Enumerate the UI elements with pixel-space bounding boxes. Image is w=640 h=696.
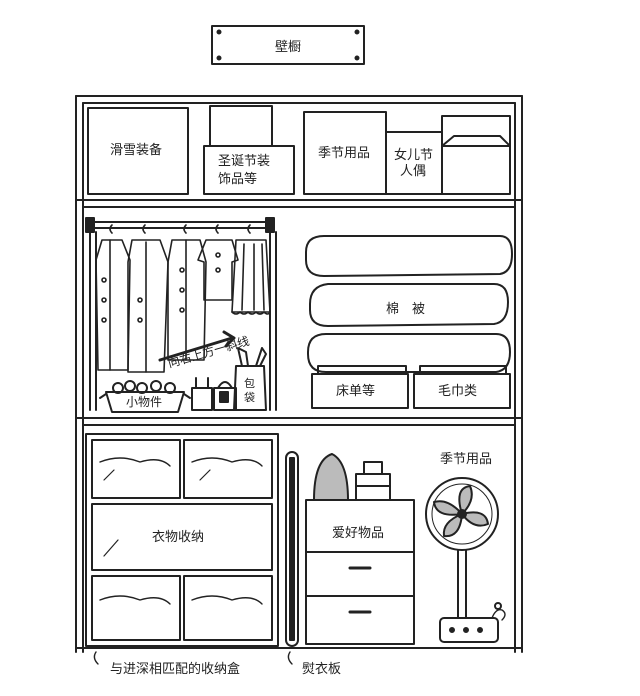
ironing-board-icon xyxy=(285,451,299,647)
seasonal-items-top-label: 季节用品 xyxy=(318,146,371,161)
arrow-head-icon xyxy=(222,330,236,348)
dolls-label-line1: 女儿节 xyxy=(394,148,434,163)
toolbox-icon xyxy=(355,461,391,501)
ski-gear-box xyxy=(87,107,189,195)
closet-title: 壁橱 xyxy=(274,39,301,55)
dolls-label-line2: 人偶 xyxy=(400,164,427,179)
linen-box xyxy=(311,373,409,409)
closet-title-sign: 壁橱 xyxy=(212,26,364,64)
nail-icon xyxy=(354,55,360,61)
christmas-lid-box xyxy=(209,105,273,147)
hanging-clothes xyxy=(95,224,271,373)
nail-icon xyxy=(216,29,222,35)
small-bag-icon xyxy=(191,377,213,411)
futon-stack xyxy=(305,235,513,373)
open-box xyxy=(441,115,511,195)
ironing-board-pointer xyxy=(287,651,293,665)
bag-label-line2: 袋 xyxy=(244,391,255,404)
iron-icon xyxy=(313,453,349,501)
clothes-rail xyxy=(85,217,275,233)
seasonal-items-bottom-label: 季节用品 xyxy=(440,452,493,467)
diagonal-arrow xyxy=(158,336,234,362)
storage-box-pointer xyxy=(93,651,99,665)
towels-label: 毛巾类 xyxy=(438,384,478,399)
clothes-storage-label: 衣物收纳 xyxy=(152,530,205,545)
bag-label-line1: 包 xyxy=(244,377,255,390)
rabbit-bag-icon xyxy=(233,347,267,411)
small-items-label: 小物件 xyxy=(126,395,163,409)
rail-right-pole xyxy=(269,231,277,411)
title-sign-frame xyxy=(211,25,365,65)
closet-frame xyxy=(75,95,523,653)
hobby-items-label: 爱好物品 xyxy=(332,526,385,541)
towel-box xyxy=(413,373,511,409)
lock-bag-icon xyxy=(213,381,237,411)
small-items-basket xyxy=(99,380,191,413)
storage-box-footnote: 与进深相匹配的收纳盒 xyxy=(110,662,241,677)
hobby-cabinet xyxy=(305,499,415,645)
linen-label: 床单等 xyxy=(336,384,376,399)
nail-icon xyxy=(216,55,222,61)
christmas-label-line1: 圣诞节装 xyxy=(218,154,271,169)
ironing-board-footnote: 熨衣板 xyxy=(302,662,342,677)
quilts-label: 棉 被 xyxy=(386,302,426,317)
ski-gear-label: 滑雪装备 xyxy=(110,143,163,158)
christmas-decor-box xyxy=(203,145,295,195)
storage-drawers xyxy=(85,433,279,647)
electric-fan-icon xyxy=(425,477,506,643)
christmas-label-line2: 饰品等 xyxy=(218,172,258,187)
rail-left-pole xyxy=(89,231,97,411)
nail-icon xyxy=(354,29,360,35)
